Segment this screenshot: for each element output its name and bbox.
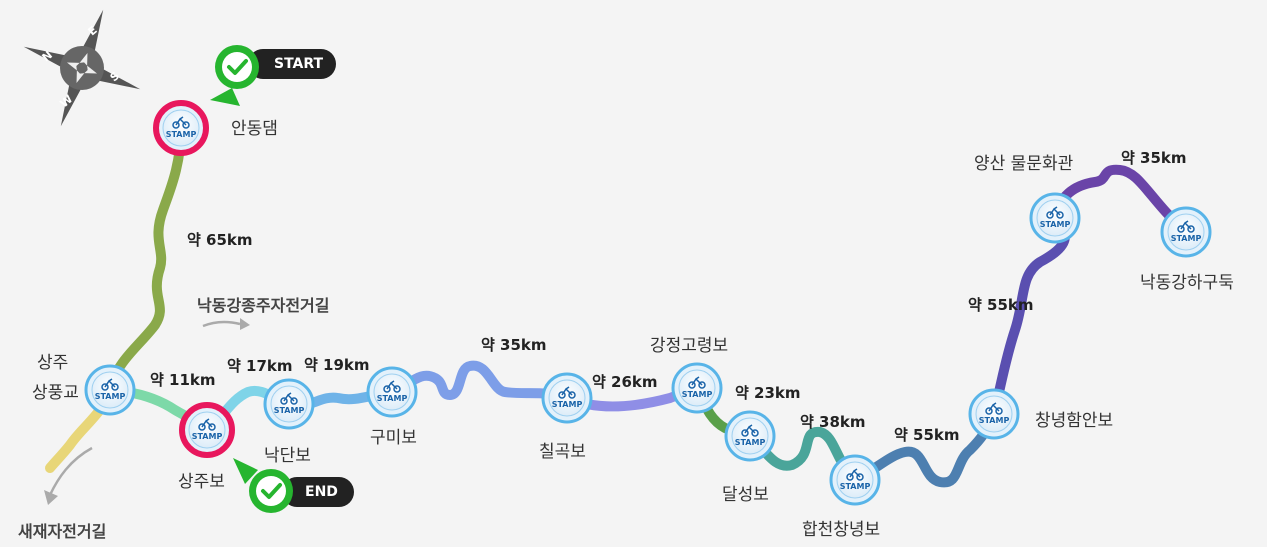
stamp-label: STAMP <box>840 482 871 491</box>
stamp-label: STAMP <box>274 406 305 415</box>
stamp-label: STAMP <box>192 432 223 441</box>
side-route-saejae <box>45 390 115 473</box>
stamp-hagudeok[interactable]: STAMP <box>1160 206 1212 258</box>
bicycle-icon <box>741 424 759 437</box>
distance-label: 약 35km <box>481 336 547 354</box>
main-route-label: 낙동강종주자전거길 <box>197 296 329 315</box>
route-hapcheon-changnyeong <box>850 409 999 488</box>
stamp-nakdanbo[interactable]: STAMP <box>263 378 315 430</box>
distance-label: 약 55km <box>894 426 960 444</box>
stamp-chilgokbo[interactable]: STAMP <box>541 372 593 424</box>
check-icon <box>227 59 248 75</box>
stamp-changnyeong[interactable]: STAMP <box>968 388 1020 440</box>
stamp-hapcheon[interactable]: STAMP <box>829 454 881 506</box>
route-andong-sangju <box>105 123 186 393</box>
stamp-label: STAMP <box>979 416 1010 425</box>
station-gangjeong: 강정고령보 <box>650 336 728 356</box>
end-highlight-ring <box>179 402 235 458</box>
compass-icon: N E S W <box>23 9 141 127</box>
stamp-label: STAMP <box>682 390 713 399</box>
bicycle-icon <box>1046 206 1064 219</box>
stamp-label: STAMP <box>377 394 408 403</box>
distance-label: 약 23km <box>735 384 801 402</box>
stamp-label: STAMP <box>552 400 583 409</box>
stamp-yangsan[interactable]: STAMP <box>1029 192 1081 244</box>
station-sangju-bottom: 상풍교 <box>32 383 79 403</box>
distance-label: 약 26km <box>592 373 658 391</box>
bicycle-icon <box>172 116 190 129</box>
end-marker[interactable]: END <box>233 458 354 513</box>
station-sangjubo: 상주보 <box>178 472 225 492</box>
stamp-label: STAMP <box>1040 220 1071 229</box>
bicycle-icon <box>383 380 401 393</box>
station-hagudeok: 낙동강하구둑 <box>1140 273 1234 293</box>
stamp-label: STAMP <box>1171 234 1202 243</box>
station-sangju-top: 상주 <box>37 353 68 373</box>
station-chilgokbo: 칠곡보 <box>539 442 586 462</box>
station-andong: 안동댐 <box>231 119 278 139</box>
route-dalseong-hapcheon <box>745 427 860 485</box>
stamp-label: STAMP <box>735 438 766 447</box>
start-highlight-ring <box>153 100 209 156</box>
distance-label: 약 17km <box>227 357 293 375</box>
route-changnyeong-yangsan <box>989 213 1070 419</box>
distance-label: 약 65km <box>187 231 253 249</box>
arrow-main-route-icon <box>202 318 250 330</box>
distance-label: 약 55km <box>968 296 1034 314</box>
stamp-dalseong[interactable]: STAMP <box>724 410 776 462</box>
station-gumibo: 구미보 <box>370 428 417 448</box>
station-changnyeong: 창녕함안보 <box>1035 411 1113 431</box>
bicycle-icon <box>1177 220 1195 233</box>
distance-label: 약 38km <box>800 413 866 431</box>
station-dalseong: 달성보 <box>722 485 769 505</box>
distance-label: 약 35km <box>1121 149 1187 167</box>
distance-label: 약 19km <box>304 356 370 374</box>
bicycle-icon <box>198 418 216 431</box>
stamp-sangju[interactable]: STAMP <box>84 364 136 416</box>
stamp-label: STAMP <box>166 130 197 139</box>
arrow-side-route-icon <box>44 446 93 505</box>
station-nakdanbo: 낙단보 <box>264 446 311 466</box>
station-yangsan: 양산 물문화관 <box>974 154 1073 174</box>
bicycle-icon <box>101 378 119 391</box>
bicycle-icon <box>280 392 298 405</box>
bicycle-icon <box>558 386 576 399</box>
stamp-gangjeong[interactable]: STAMP <box>671 362 723 414</box>
end-label: END <box>305 484 338 500</box>
bicycle-icon <box>985 402 1003 415</box>
station-hapcheon: 합천창녕보 <box>802 520 880 540</box>
distance-label: 약 11km <box>150 371 216 389</box>
stamp-gumibo[interactable]: STAMP <box>366 366 418 418</box>
check-icon <box>261 483 282 499</box>
route-gumi-chilgok <box>387 360 572 403</box>
bicycle-icon <box>846 468 864 481</box>
side-route-label: 새재자전거길 <box>18 522 106 541</box>
start-label: START <box>274 56 324 72</box>
bicycle-icon <box>688 376 706 389</box>
stamp-label: STAMP <box>95 392 126 401</box>
start-marker[interactable]: START <box>210 45 336 106</box>
route-yangsan-hagudeok <box>1050 164 1191 237</box>
